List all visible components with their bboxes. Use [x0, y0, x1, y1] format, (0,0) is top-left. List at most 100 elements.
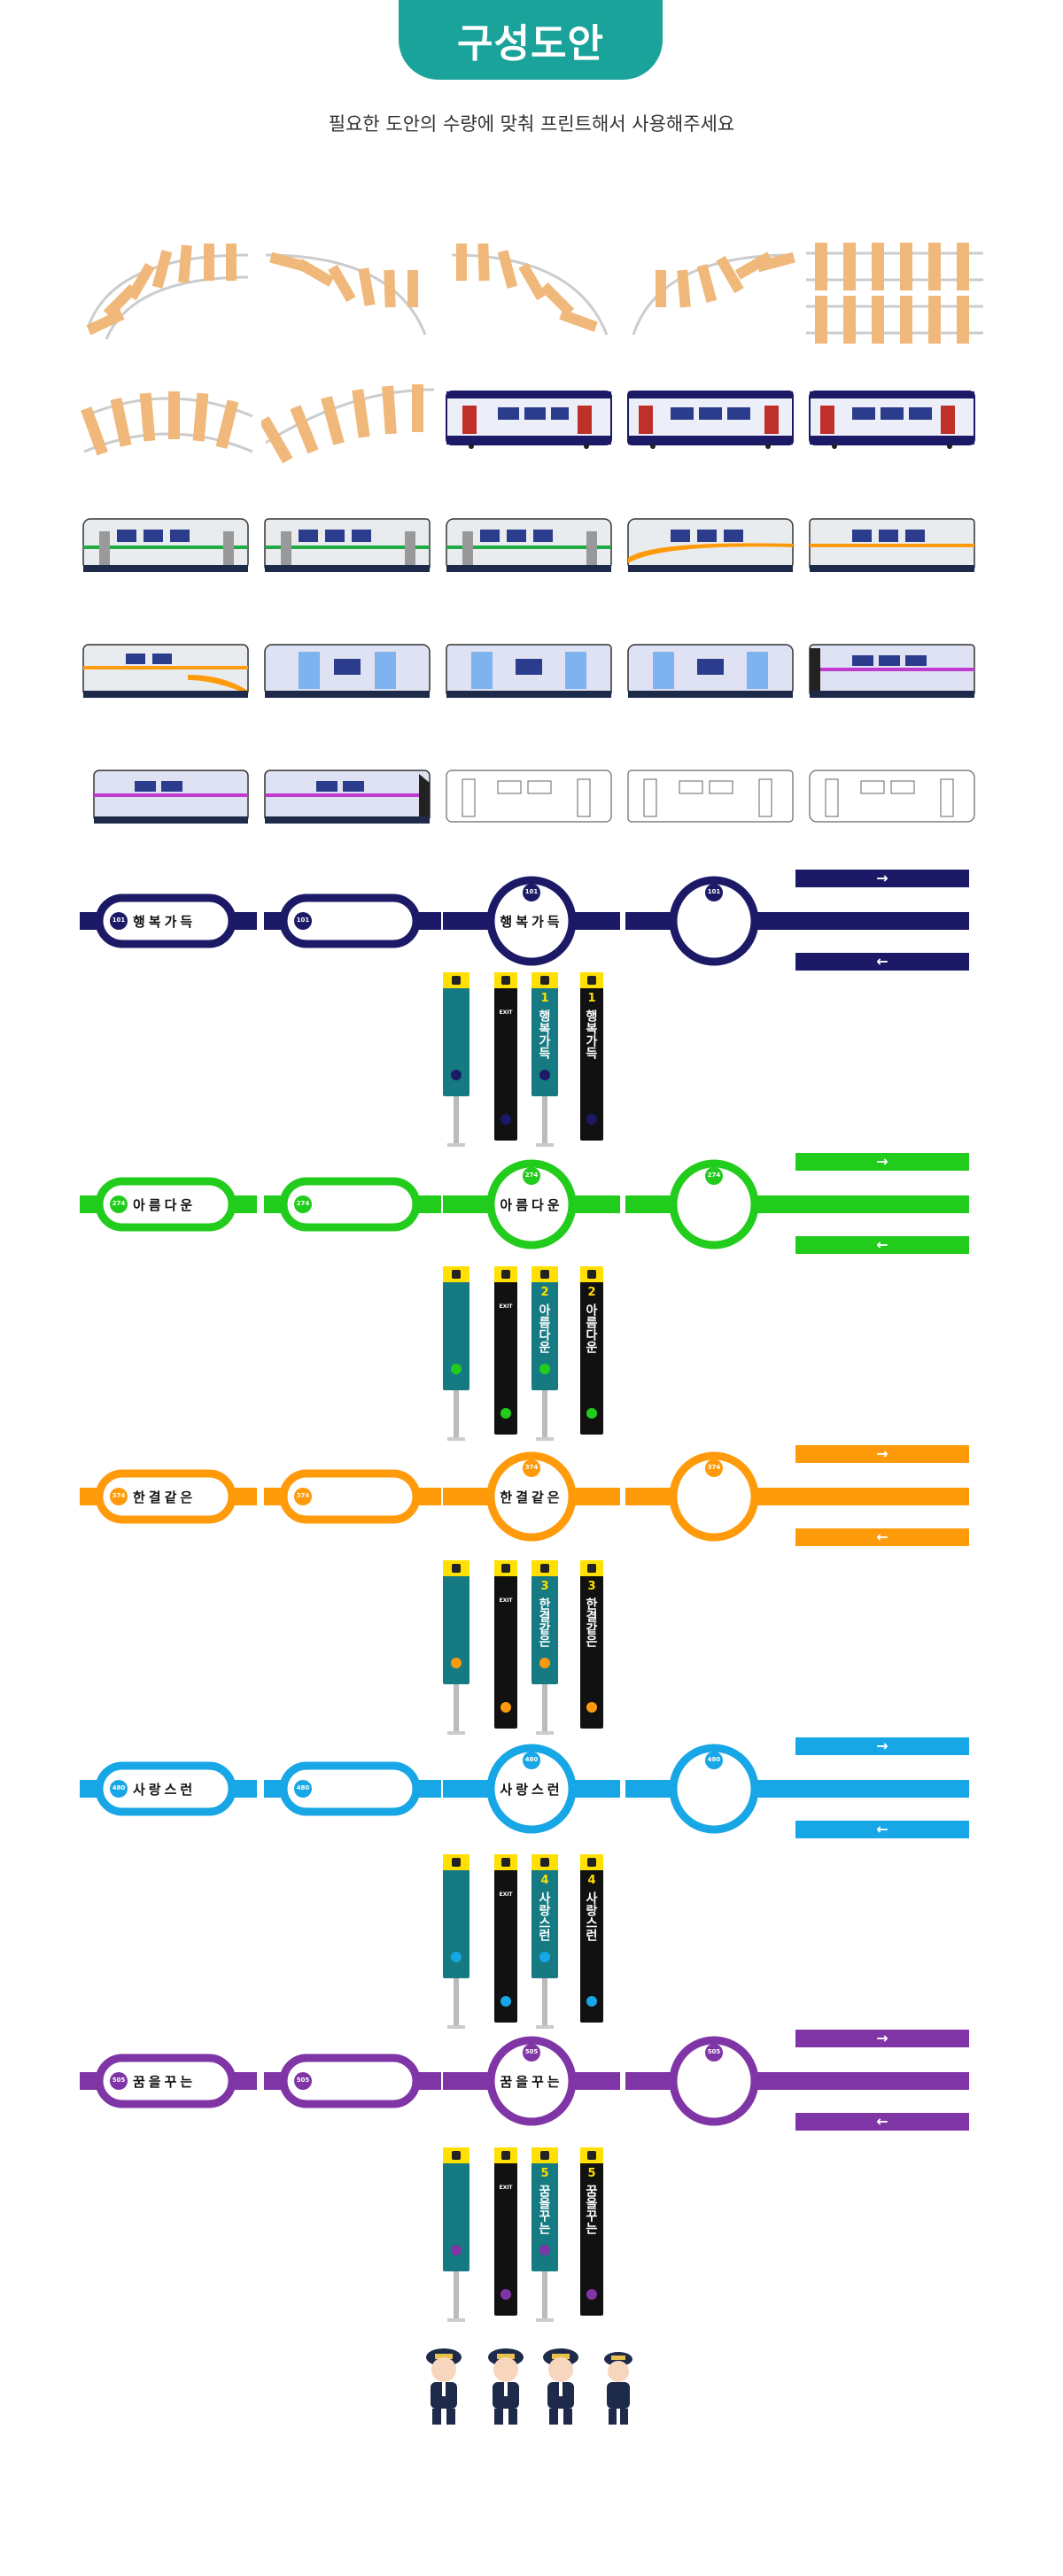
train-sign-icon [580, 1560, 603, 1576]
exit-label: EXIT [499, 1891, 513, 1898]
sign-station-name: 한결같은 [537, 1597, 551, 1647]
line-number-label: 5 [587, 2167, 596, 2180]
train-car-green-3 [446, 518, 612, 572]
station-number: 101 [524, 888, 539, 895]
station-circle-labeled [443, 1744, 620, 1834]
station-name: 행복가득 [500, 914, 563, 930]
train-car-orange-2 [809, 518, 975, 572]
train-car-green-2 [264, 518, 431, 572]
line-dot [586, 1702, 597, 1713]
train-sign-icon [532, 972, 558, 988]
station-pill-labeled [80, 2054, 257, 2108]
station-circle-blank [625, 1159, 803, 1249]
sign-station-name: 사랑스런 [584, 1891, 598, 1941]
direction-bar-left: ← [795, 1821, 969, 1838]
line-dot [500, 1996, 511, 2007]
track-bar [795, 912, 969, 930]
exit-label: EXIT [499, 2185, 513, 2191]
station-pill-blank [264, 1469, 441, 1524]
train-sign-icon [532, 2147, 558, 2163]
sign-pole [454, 1684, 459, 1733]
train-car-green-1 [82, 518, 249, 572]
train-sign-icon [443, 1560, 469, 1576]
station-number: 101 [112, 917, 126, 924]
sign-pillar-name-black [580, 1854, 603, 2023]
sign-pole [542, 1978, 547, 2027]
line-dot [500, 1408, 511, 1419]
sign-pole [542, 1684, 547, 1733]
sign-pole-base [447, 1437, 465, 1441]
train-sign-icon [494, 1266, 517, 1282]
train-sign-icon [494, 2147, 517, 2163]
station-pill-blank [264, 1177, 441, 1232]
sign-station-name: 한결같은 [584, 1597, 598, 1647]
sign-pillar-name-black [580, 2147, 603, 2316]
station-name: 꿈을꾸는 [500, 2074, 563, 2090]
station-circle-blank [625, 2036, 803, 2126]
station-number: 374 [524, 1464, 539, 1471]
sign-station-name: 행복가득 [537, 1010, 551, 1059]
train-sign-icon [532, 1266, 558, 1282]
train-outline-3 [809, 770, 975, 823]
track-curve-down-right [451, 243, 609, 336]
station-pill-labeled [80, 1761, 257, 1816]
station-number: 374 [296, 1492, 310, 1499]
line-number-label: 4 [540, 1874, 549, 1887]
train-sign-icon [532, 1560, 558, 1576]
train-sign-icon [494, 972, 517, 988]
station-number: 274 [524, 1172, 539, 1179]
line-dot [451, 1070, 462, 1080]
line-dot [586, 1114, 597, 1125]
line-dot [586, 2289, 597, 2300]
sign-station-name: 아름다운 [537, 1303, 551, 1353]
conductor-figure-3 [543, 2348, 578, 2425]
train-car-blue-3 [627, 644, 794, 698]
line-number-label: 3 [587, 1580, 596, 1593]
sign-pole [454, 1978, 459, 2027]
station-name: 꿈을꾸는 [133, 2074, 197, 2090]
station-pill-labeled [80, 893, 257, 948]
train-outline-1 [446, 770, 612, 823]
sign-pillar-name-black [580, 1560, 603, 1729]
line-number-label: 2 [540, 1286, 549, 1299]
line-dot [586, 1996, 597, 2007]
train-car-orange-3 [82, 644, 249, 698]
train-car-purple-2 [93, 770, 249, 824]
line-dot [451, 1364, 462, 1374]
station-number: 374 [707, 1464, 721, 1471]
train-sign-icon [580, 2147, 603, 2163]
line-number-label: 2 [587, 1286, 596, 1299]
sign-pole-base [447, 1143, 465, 1147]
train-car-blue-2 [446, 644, 612, 698]
train-sign-icon [580, 1266, 603, 1282]
sign-station-name: 사랑스런 [537, 1891, 551, 1941]
conductor-figure-1 [426, 2348, 462, 2425]
sign-station-name: 꿈을꾸는 [537, 2185, 551, 2234]
station-circle-labeled [443, 1159, 620, 1249]
sign-pole-base [447, 2318, 465, 2322]
sign-pole-base [447, 1731, 465, 1735]
train-car-purple-1 [809, 644, 975, 698]
sign-pillar-exit [494, 2147, 517, 2316]
sign-pole-base [447, 2025, 465, 2029]
track-curve-down [265, 251, 427, 336]
station-number: 480 [524, 1756, 539, 1763]
train-sign-icon [532, 1854, 558, 1870]
sign-station-name: 행복가득 [584, 1010, 598, 1059]
direction-bar-left: ← [795, 2113, 969, 2131]
sign-pole [542, 1096, 547, 1145]
direction-bar-left: ← [795, 1528, 969, 1546]
train-car-purple-3 [264, 770, 431, 824]
station-pill-blank [264, 893, 441, 948]
sign-pillar-exit [494, 972, 517, 1141]
train-sign-icon [494, 1854, 517, 1870]
station-number: 274 [707, 1172, 721, 1179]
sign-station-name: 꿈을꾸는 [584, 2185, 598, 2234]
sign-pillar-name-black [580, 972, 603, 1141]
station-number: 480 [707, 1756, 721, 1763]
train-sign-icon [443, 2147, 469, 2163]
station-number: 101 [296, 917, 310, 924]
sign-pillar-exit [494, 1560, 517, 1729]
page-title: 구성도안 [457, 21, 604, 66]
station-pill-labeled [80, 1177, 257, 1232]
